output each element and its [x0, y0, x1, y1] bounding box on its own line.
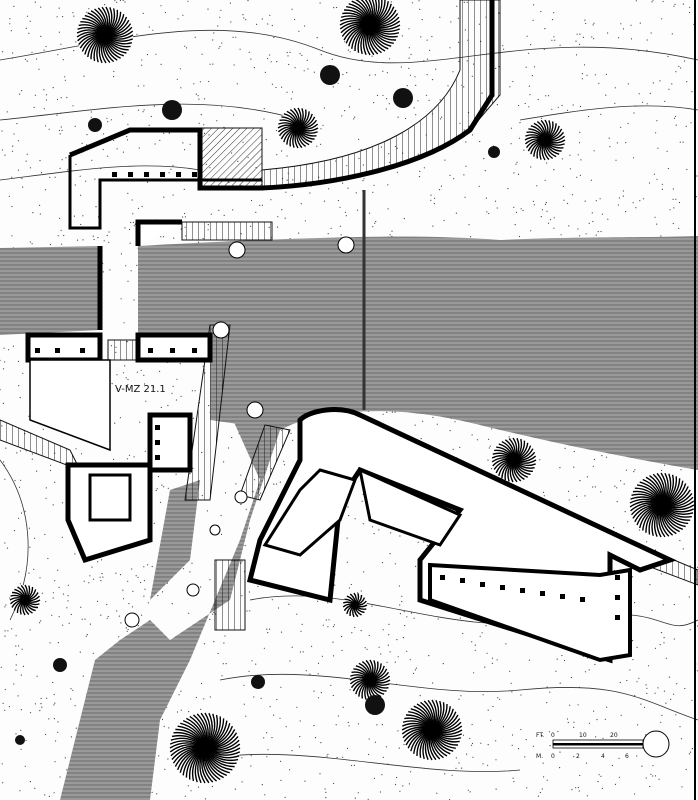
scale-feet-unit: FT.	[536, 732, 544, 739]
scale-meter-tick: 6	[625, 753, 629, 760]
columns	[124, 236, 355, 628]
tree-icon	[524, 119, 566, 161]
tree-icon	[15, 735, 25, 745]
tree-icon	[9, 584, 41, 616]
tree-icon	[277, 107, 319, 149]
tree-icon	[162, 100, 182, 120]
tree-icon	[491, 437, 537, 483]
scale-feet-tick: 0	[551, 732, 555, 739]
tree-icon	[76, 6, 134, 64]
tree-icon	[393, 88, 413, 108]
scale-circle	[642, 730, 670, 758]
tree-icon	[349, 659, 391, 701]
tree-icon	[401, 699, 463, 761]
scale-meter-tick: 0	[551, 753, 555, 760]
tree-icon	[342, 592, 368, 618]
tree-icon	[251, 675, 265, 689]
tree-icon	[169, 712, 241, 784]
wall-openings	[35, 172, 620, 620]
scale-feet-tick: 10	[579, 732, 587, 739]
tree-icon	[488, 146, 500, 158]
tree-icon	[365, 695, 385, 715]
trees	[9, 0, 695, 784]
tree-icon	[320, 65, 340, 85]
scale-meter-unit: M.	[536, 753, 543, 760]
scale-meter-tick: 4	[601, 753, 605, 760]
site-label: V-MZ 21.1	[115, 384, 166, 395]
scale-bar: FT. 0 10 20 M. 0 2 4 6	[536, 730, 670, 760]
hatched-court	[199, 127, 263, 187]
tree-icon	[339, 0, 401, 56]
stairs	[0, 0, 698, 631]
water-body	[0, 236, 698, 800]
scale-meter-tick: 2	[576, 753, 580, 760]
tree-icon	[629, 472, 695, 538]
tree-icon	[88, 118, 102, 132]
scale-feet-tick: 20	[610, 732, 618, 739]
tree-icon	[53, 658, 67, 672]
